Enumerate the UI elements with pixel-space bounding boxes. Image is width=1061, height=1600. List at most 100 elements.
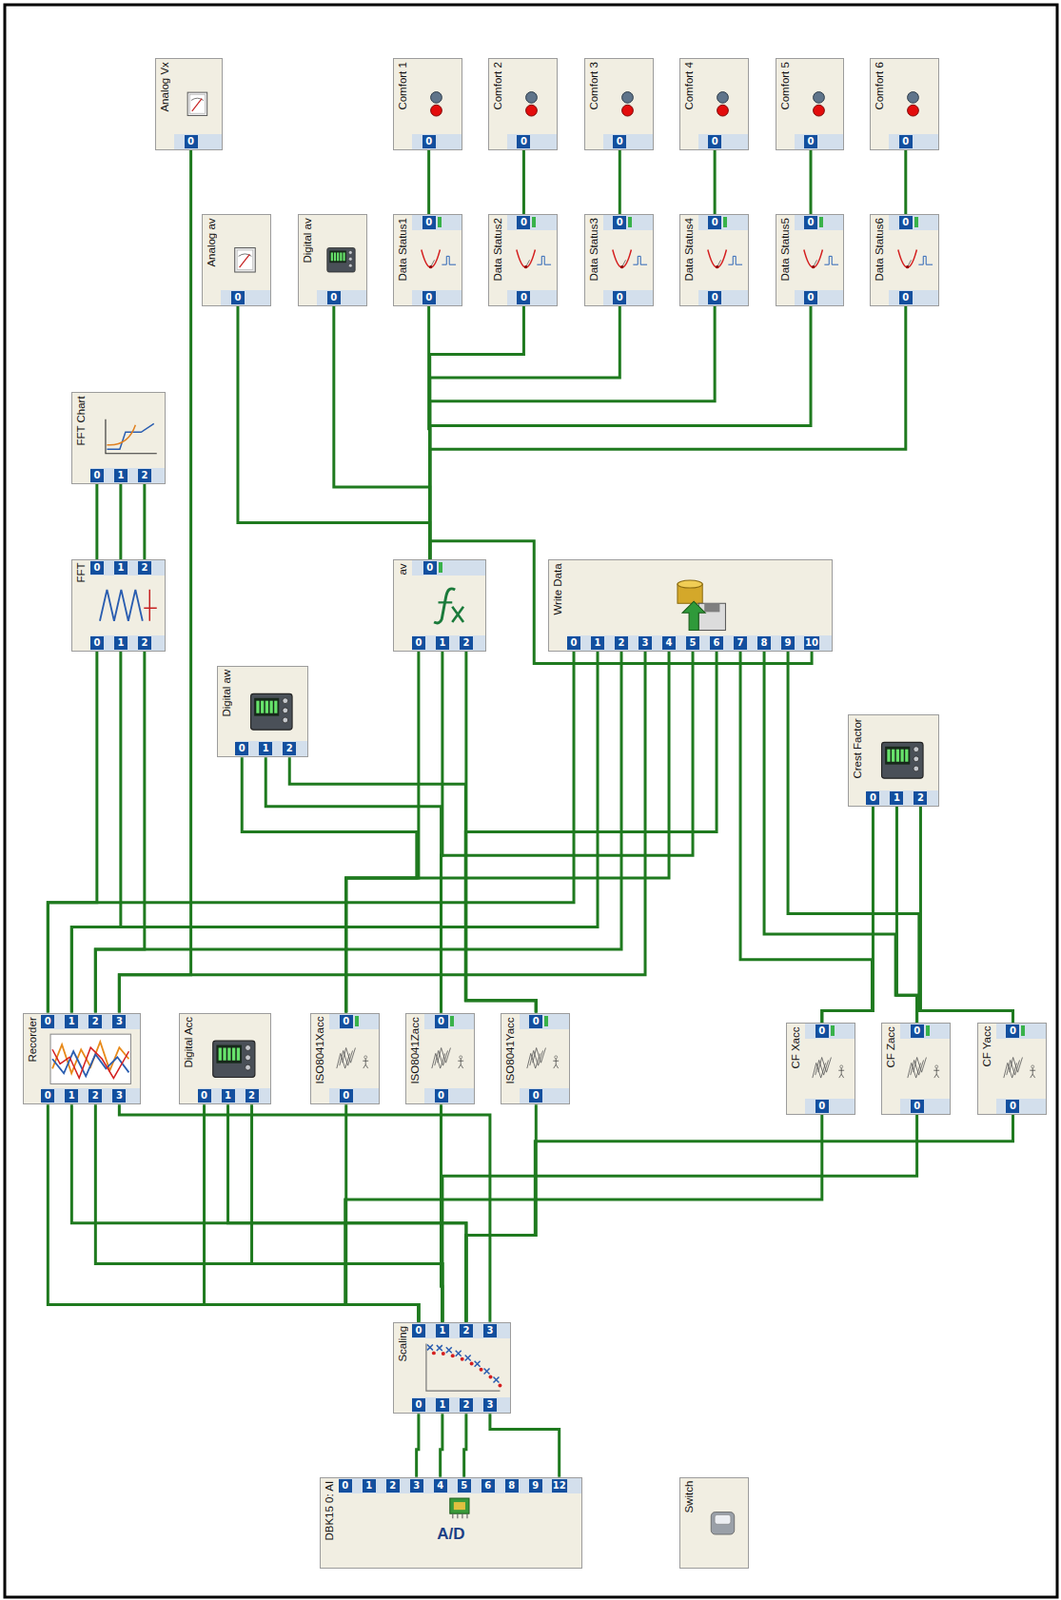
module-label: CF Zacc	[882, 1023, 901, 1115]
module-box: Comfort 10	[392, 58, 463, 151]
icon-stroke	[536, 256, 551, 266]
icon-stroke	[349, 251, 354, 256]
filter-icon	[425, 1030, 472, 1089]
led-icon	[889, 75, 937, 134]
icon-stroke	[898, 250, 918, 269]
pin-number: 2	[137, 469, 152, 483]
pin-number: 0	[815, 1100, 829, 1114]
module-box: FFT Chart012	[71, 392, 166, 485]
pin-number: 1	[258, 742, 273, 756]
signal-wire	[345, 1115, 823, 1323]
status-icon	[889, 231, 937, 290]
icon-stroke	[707, 250, 727, 269]
pin-number: 0	[184, 135, 198, 149]
status-icon	[699, 231, 747, 290]
output-marker	[450, 1016, 454, 1027]
module-box: Comfort 6 0	[869, 58, 940, 151]
icon-stroke	[839, 1068, 845, 1079]
pin-number: 0	[412, 1324, 426, 1338]
pin-number: 0	[612, 291, 627, 305]
pin-number: 5	[686, 636, 700, 650]
icon-stroke	[704, 603, 720, 612]
switch-icon	[699, 1494, 747, 1553]
icon-stroke	[436, 1345, 443, 1352]
icon-stroke	[281, 697, 288, 704]
icon-stroke	[446, 1347, 452, 1354]
icon-stroke	[698, 603, 726, 630]
pin-number: 1	[435, 636, 450, 650]
led-icon	[508, 75, 555, 134]
module-label: CF Yacc	[978, 1023, 997, 1115]
module-box: Digital aw012	[216, 666, 310, 759]
icon-stroke	[526, 92, 538, 104]
signal-wire	[787, 651, 1013, 1024]
module-box: ISO8041Yacc00	[500, 1013, 570, 1106]
icon-stroke	[452, 1513, 468, 1519]
icon-stroke	[457, 1058, 464, 1068]
icon-stroke	[216, 1044, 242, 1063]
input-bar	[794, 134, 845, 150]
icon-stroke	[1029, 1068, 1036, 1079]
pin-number: 3	[410, 1479, 424, 1494]
pin-number: 1	[64, 1089, 79, 1103]
pin-number: 2	[459, 1324, 473, 1338]
output-marker	[544, 1016, 549, 1027]
signal-wire	[740, 651, 872, 1024]
icon-stroke	[710, 1512, 734, 1535]
meter-icon	[221, 231, 269, 290]
pin-number: 0	[327, 291, 341, 305]
fx-icon	[412, 576, 484, 635]
led-icon	[604, 75, 651, 134]
input-bar	[794, 290, 845, 306]
pin-number: 0	[567, 636, 581, 650]
module-label: Data Status2	[489, 215, 508, 306]
module-label: FFT	[72, 560, 91, 651]
module-label: DBK15 0: AI	[320, 1478, 339, 1570]
pin-number: 10	[804, 636, 820, 650]
pin-number: 2	[459, 636, 473, 650]
icon-stroke	[516, 250, 536, 269]
module-label: Comfort 5	[776, 58, 795, 150]
pin-number: 2	[88, 1015, 102, 1029]
icon-stroke	[187, 92, 208, 116]
signal-wire	[71, 1104, 467, 1323]
pin-number: 0	[899, 135, 913, 149]
input-bar	[507, 290, 557, 306]
module-box: Data Status400	[679, 214, 749, 307]
icon-stroke	[682, 601, 706, 630]
signal-wire	[427, 150, 431, 216]
pin-number: 4	[433, 1479, 448, 1494]
input-bar	[412, 290, 462, 306]
module-box: CF Yacc00	[977, 1022, 1047, 1116]
icon-stroke	[714, 1514, 731, 1525]
output-marker	[438, 562, 443, 573]
pin-number: 0	[339, 1015, 354, 1029]
icon-stroke	[107, 425, 137, 446]
led-icon	[795, 75, 843, 134]
pin-number: 0	[40, 1015, 55, 1029]
icon-stroke	[222, 1047, 226, 1061]
icon-stroke	[433, 589, 455, 624]
icon-stroke	[244, 1054, 251, 1061]
pin-number: 3	[112, 1015, 126, 1029]
icon-stroke	[886, 749, 890, 763]
icon-stroke	[907, 260, 912, 268]
signal-wire	[228, 1104, 467, 1323]
module-label: Comfort 6	[870, 58, 889, 150]
signal-wire	[142, 484, 146, 560]
icon-stroke	[192, 98, 202, 112]
signal-wire	[522, 150, 526, 216]
signal-wire	[118, 484, 122, 560]
icon-stroke	[432, 1351, 436, 1356]
icon-stroke	[803, 250, 823, 269]
signal-wire	[442, 1115, 918, 1323]
icon-stroke	[343, 253, 346, 262]
icon-stroke	[274, 700, 277, 713]
pin-number: 0	[339, 1089, 354, 1103]
signal-wire	[903, 150, 907, 216]
icon-stroke	[327, 248, 355, 273]
pin-number: 0	[612, 135, 627, 149]
pin-number: 0	[197, 1089, 212, 1103]
pin-number: 0	[910, 1100, 924, 1114]
